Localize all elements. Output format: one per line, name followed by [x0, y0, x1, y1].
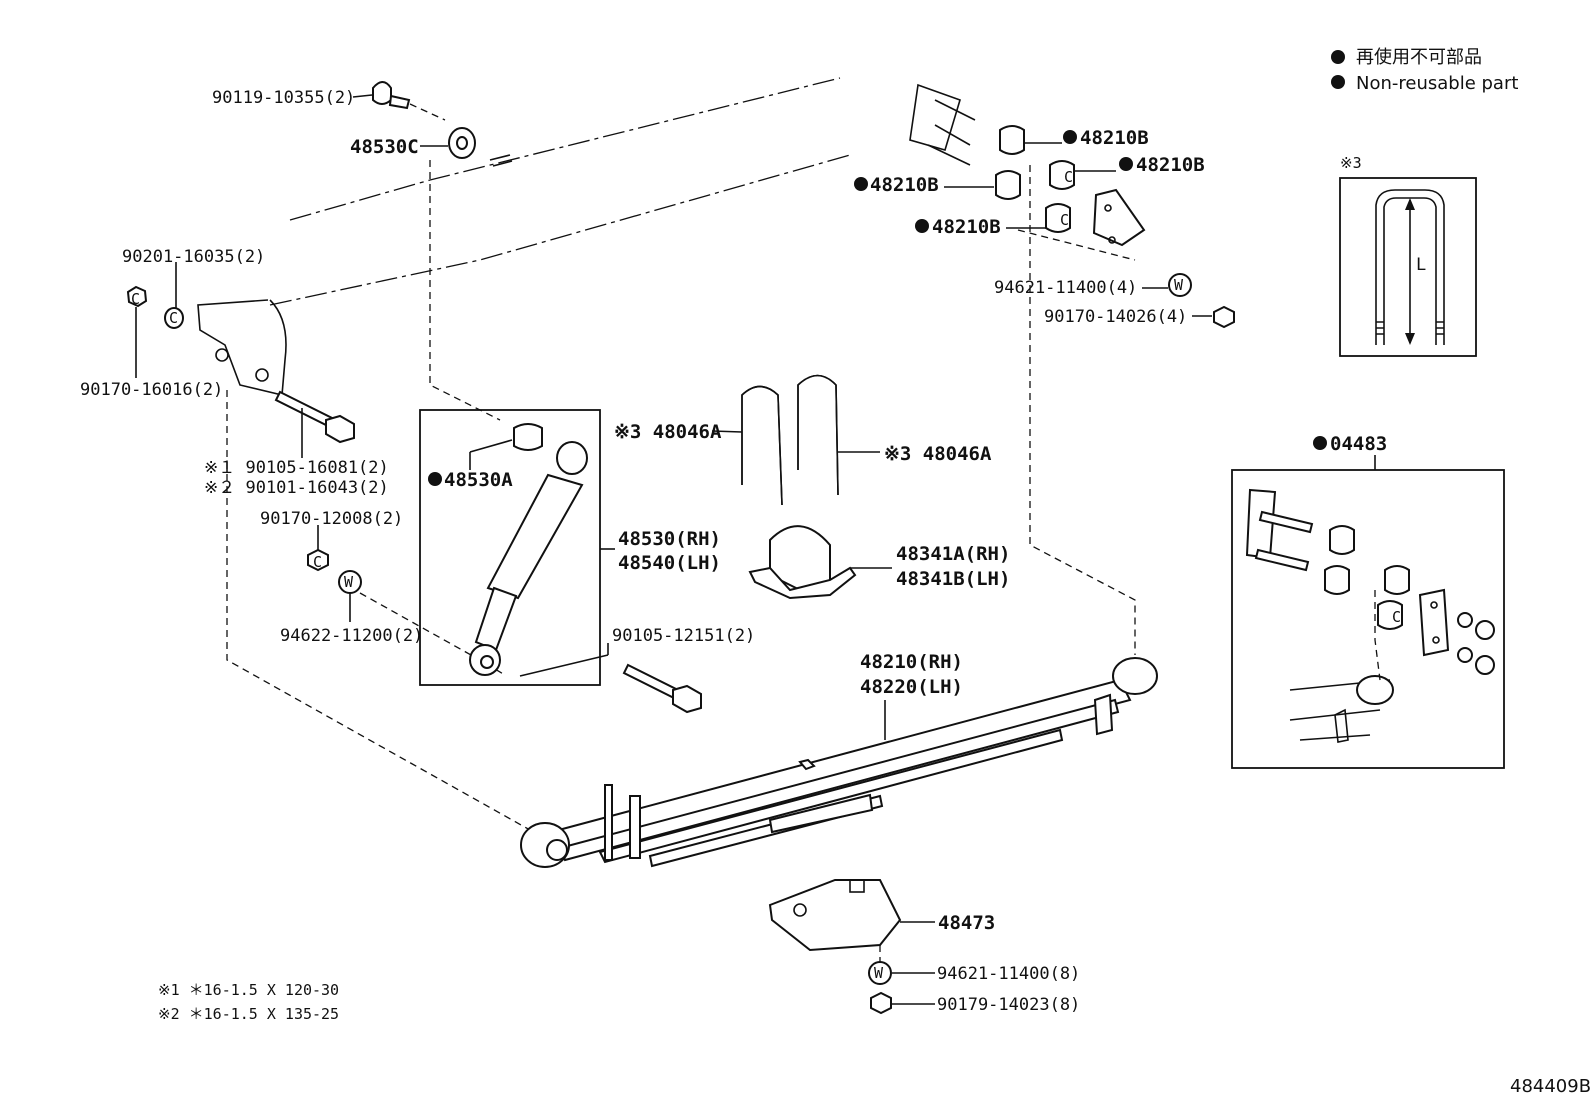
frame-outline — [197, 77, 851, 396]
label-94621-8: 94621-11400(8) — [937, 964, 1080, 984]
label-48046a-left: ※3 48046A — [614, 421, 722, 443]
label-48220lh: 48220(LH) — [860, 676, 963, 698]
bolt-90119 — [372, 81, 446, 121]
label-48210b-4: 48210B — [932, 216, 1001, 238]
note-3-label: ※3 — [1340, 154, 1362, 172]
label-90170-12008: 90170-12008(2) — [260, 509, 403, 529]
figure-id: 484409B — [1510, 1076, 1591, 1097]
washer-c-icon: C — [164, 307, 184, 329]
legend-en-text: Non-reusable part — [1356, 73, 1518, 94]
label-94622: 94622-11200(2) — [280, 626, 423, 646]
bushing-48530c — [448, 127, 476, 159]
label-48341b: 48341B(LH) — [896, 568, 1010, 590]
label-90105-16081: ※１ 90105-16081(2) — [204, 458, 389, 478]
label-48341a: 48341A(RH) — [896, 543, 1010, 565]
label-90201: 90201-16035(2) — [122, 247, 265, 267]
u-bolt-dimension-box — [1339, 177, 1477, 357]
label-90170-16016: 90170-16016(2) — [80, 380, 223, 400]
u-bolt-48046a-right — [797, 374, 839, 496]
non-reusable-icon — [428, 472, 442, 486]
label-04483: 04483 — [1330, 433, 1387, 455]
u-bolt-48046a-left — [741, 385, 783, 506]
label-90101-16043: ※２ 90101-16043(2) — [204, 478, 389, 498]
svg-text:W: W — [874, 964, 884, 982]
label-48530rh: 48530(RH) — [618, 528, 721, 550]
footnote-1: ※1 ＊16-1.5 X 120-30 — [158, 981, 339, 999]
svg-text:C: C — [1060, 211, 1069, 229]
spring-seat-48341 — [748, 525, 857, 600]
label-94621-4: 94621-11400(4) — [994, 278, 1137, 298]
svg-text:C: C — [1064, 168, 1073, 186]
svg-text:C: C — [131, 290, 140, 308]
svg-text:C: C — [313, 553, 322, 571]
label-48530a: 48530A — [444, 469, 513, 491]
label-90119: 90119-10355(2) — [212, 88, 355, 108]
non-reusable-icon — [1119, 157, 1133, 171]
label-48540lh: 48540(LH) — [618, 552, 721, 574]
label-90170-14026: 90170-14026(4) — [1044, 307, 1187, 327]
nut-icon — [1213, 305, 1235, 329]
bolt-90105-12151 — [622, 663, 702, 714]
nut-c-icon: C — [126, 285, 148, 308]
legend: 再使用不可部品 Non-reusable part — [1331, 47, 1518, 94]
svg-text:W: W — [344, 573, 354, 591]
dimension-l-label: L — [1416, 255, 1426, 275]
svg-text:W: W — [1174, 276, 1184, 294]
label-48473: 48473 — [938, 912, 995, 934]
non-reusable-icon — [1063, 130, 1077, 144]
label-48530c: 48530C — [350, 136, 419, 158]
shackle-bracket — [909, 83, 976, 166]
label-48210b-2: 48210B — [1136, 154, 1205, 176]
label-90179: 90179-14023(8) — [937, 995, 1080, 1015]
label-48210b-3: 48210B — [870, 174, 939, 196]
bushing-48210b: C C — [995, 125, 1146, 247]
bolt-90105-16081 — [274, 390, 355, 444]
legend-jp-text: 再使用不可部品 — [1356, 47, 1482, 68]
spring-plate-48473 — [768, 879, 902, 952]
shock-absorber-box — [419, 409, 601, 686]
svg-text:C: C — [169, 309, 178, 327]
non-reusable-icon — [854, 177, 868, 191]
leaf-spring — [520, 657, 1158, 868]
non-reusable-legend-icon — [1331, 75, 1345, 89]
footnote-2: ※2 ＊16-1.5 X 135-25 — [158, 1005, 339, 1023]
nut-icon — [870, 991, 892, 1015]
label-48210b-1: 48210B — [1080, 127, 1149, 149]
non-reusable-icon — [915, 219, 929, 233]
non-reusable-legend-icon — [1331, 50, 1345, 64]
washer-w-icon: W — [1168, 273, 1192, 297]
kit-04483-parts: C — [1245, 488, 1495, 743]
nut-c-icon: C — [307, 548, 329, 572]
u-bolt-dimension-drawing — [1375, 189, 1445, 345]
kit-04483-box — [1231, 469, 1505, 769]
washer-w-icon: W — [868, 961, 892, 985]
shock-absorber — [469, 423, 588, 676]
svg-text:C: C — [1392, 608, 1401, 626]
label-48210rh: 48210(RH) — [860, 651, 963, 673]
washer-w-icon: W — [338, 570, 362, 594]
label-90105-12151: 90105-12151(2) — [612, 626, 755, 646]
label-48046a-right: ※3 48046A — [884, 443, 992, 465]
non-reusable-icon — [1313, 436, 1327, 450]
